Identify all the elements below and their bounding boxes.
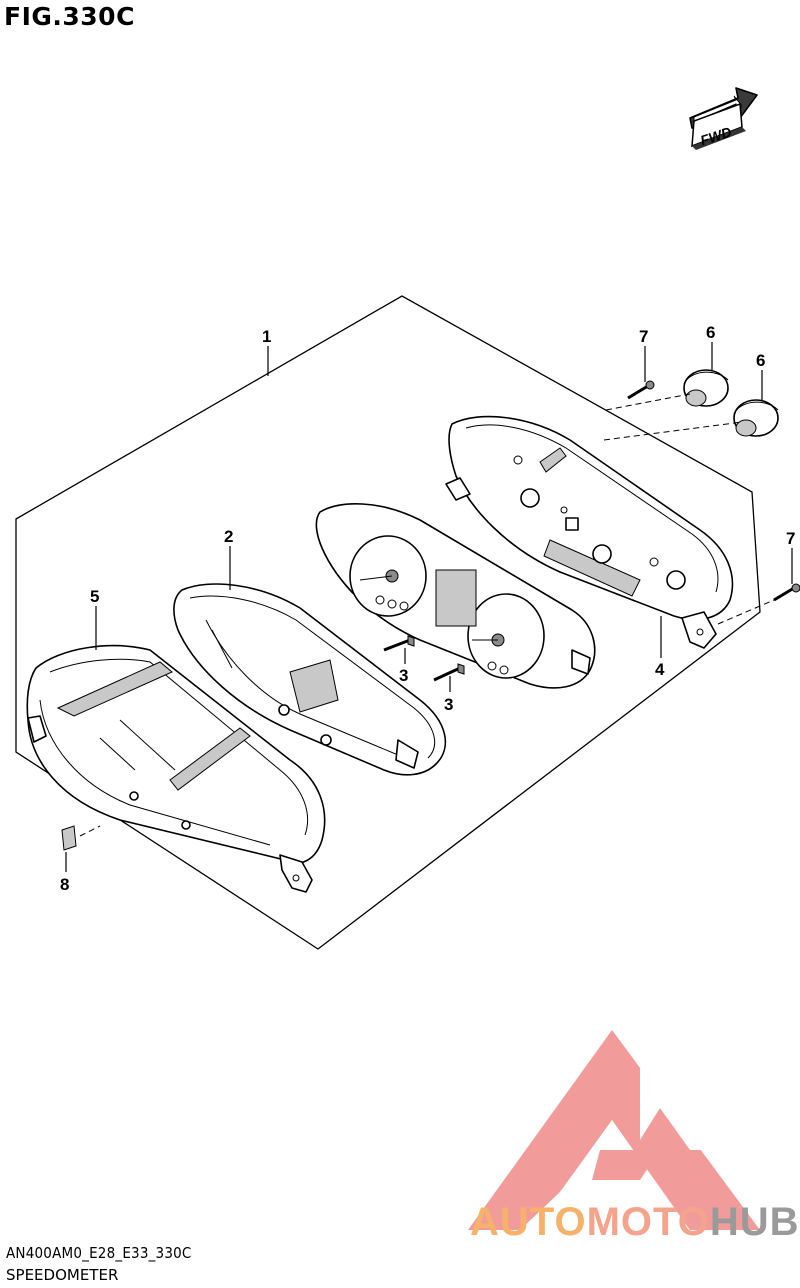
watermark-moto: MOTO: [586, 1200, 710, 1244]
part-4-rear-case: [445, 415, 734, 649]
leader-lines: [65, 342, 793, 872]
part-6-grommet-a: [683, 369, 729, 407]
part-7-screw-a: [627, 380, 655, 400]
callout-8: 8: [60, 875, 69, 894]
alignment-lines: [79, 393, 775, 837]
callout-2: 2: [224, 527, 233, 546]
diagram-name: SPEEDOMETER: [6, 1266, 119, 1284]
callout-labels: 1 2 5 3 3 4 6 6 7 7 8: [60, 323, 795, 894]
callout-7a: 7: [639, 327, 648, 346]
callout-5: 5: [90, 587, 99, 606]
callout-1: 1: [262, 327, 271, 346]
part-7-screw-b: [773, 583, 800, 602]
callout-6a: 6: [706, 323, 715, 342]
callout-7b: 7: [786, 529, 795, 548]
assembly-outline: [15, 295, 761, 950]
callout-3b: 3: [444, 695, 453, 714]
watermark-auto: AUTO: [470, 1200, 587, 1244]
part-5-lower-case: [26, 644, 326, 893]
watermark-logo: [468, 1030, 760, 1230]
meter-panel: [315, 503, 596, 689]
fwd-arrow: FWD: [689, 87, 758, 150]
watermark-hub: HUB: [709, 1200, 800, 1244]
part-2-inner-cover: [173, 583, 447, 776]
watermark-text: AUTOMOTOHUB: [470, 1200, 800, 1245]
part-3-screws: [383, 635, 465, 682]
callout-3a: 3: [399, 666, 408, 685]
figure-title: FIG.330C: [4, 2, 135, 31]
callout-4: 4: [655, 660, 665, 679]
part-8-small-label: [61, 825, 77, 851]
part-6-grommet-b: [733, 399, 779, 437]
diagram-code: AN400AM0_E28_E33_330C: [6, 1244, 192, 1262]
callout-6b: 6: [756, 351, 765, 370]
